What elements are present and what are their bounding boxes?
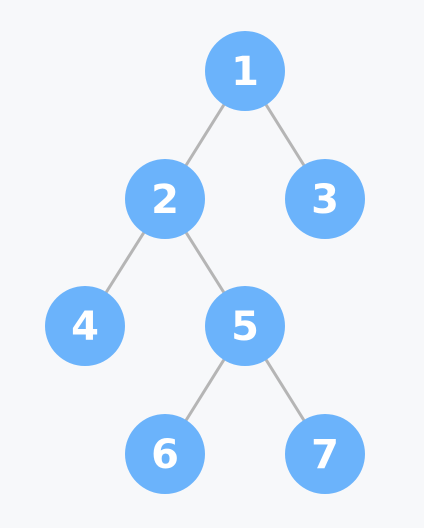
tree-node-1: 1 [205,31,285,111]
edges-layer [83,70,327,455]
tree-node-4: 4 [45,286,125,366]
node-circle [45,286,125,366]
node-circle [205,31,285,111]
tree-node-5: 5 [205,286,285,366]
node-circle [205,286,285,366]
tree-node-6: 6 [125,414,205,494]
node-circle [125,414,205,494]
node-circle [125,159,205,239]
node-label: 1 [231,49,259,95]
tree-node-7: 7 [285,414,365,494]
node-label: 2 [151,177,179,223]
node-circle [285,414,365,494]
tree-node-2: 2 [125,159,205,239]
node-label: 5 [231,304,259,350]
nodes-layer: 1 2 3 4 5 6 7 [45,31,365,494]
node-circle [285,159,365,239]
node-label: 7 [311,432,339,478]
tree-node-3: 3 [285,159,365,239]
node-label: 4 [71,304,99,350]
node-label: 6 [151,432,179,478]
node-label: 3 [311,177,339,223]
